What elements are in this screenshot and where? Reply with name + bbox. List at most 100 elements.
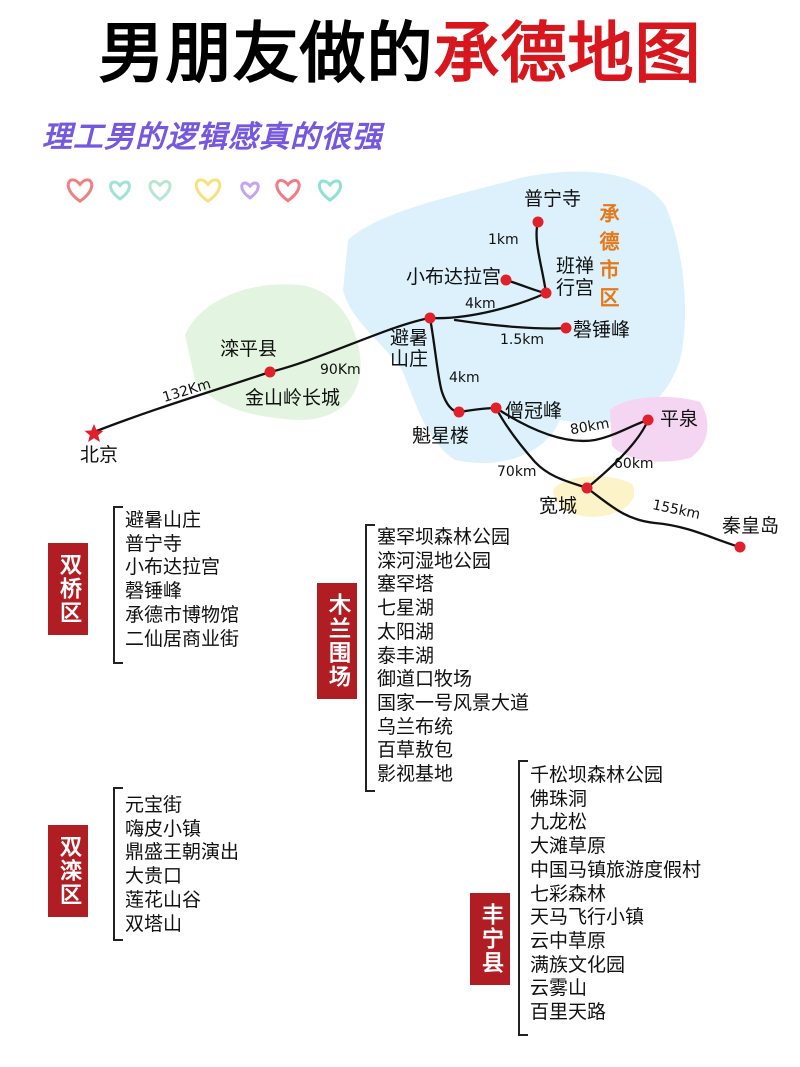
route-kuancheng-qinhuangdao xyxy=(585,486,742,549)
district-badge-shuangqiao: 双桥区 xyxy=(48,543,88,635)
list-fengning: 千松坝森林公园 佛珠洞 九龙松 大滩草原 中国马镇旅游度假村 七彩森林 天马飞行… xyxy=(530,764,701,1025)
dist-qingchui: 1.5km xyxy=(500,332,545,348)
place-sengguan: 僧冠峰 xyxy=(505,400,563,422)
list-item: 百草敖包 xyxy=(377,739,454,762)
list-item: 国家一号风景大道 xyxy=(377,691,530,714)
list-item: 塞罕塔 xyxy=(377,573,435,596)
list-item: 泰丰湖 xyxy=(377,644,435,667)
list-item: 大贵口 xyxy=(125,865,183,888)
place-kuixing: 魁星楼 xyxy=(412,425,470,447)
marker-bishu xyxy=(424,312,436,324)
place-qinhuangdao: 秦皇岛 xyxy=(722,515,780,537)
route-bishu-kuixing xyxy=(428,316,461,414)
marker-xiaobuda xyxy=(500,274,512,286)
dist-pingquan-kuancheng: 60km xyxy=(614,456,654,472)
place-bishu: 避暑山庄 xyxy=(390,327,429,370)
route-sengguan-pingquan xyxy=(494,406,650,443)
list-item: 承德市博物馆 xyxy=(125,603,240,626)
route-bishu-qingchui xyxy=(453,318,568,330)
marker-kuixing xyxy=(453,406,465,418)
marker-luanping xyxy=(264,366,276,378)
list-item: 元宝街 xyxy=(125,794,183,816)
pingquan-area xyxy=(610,396,708,462)
dist-puning: 1km xyxy=(488,232,519,248)
heart-icon xyxy=(109,180,131,201)
marker-kuancheng xyxy=(581,482,593,494)
bracket-mulan xyxy=(365,524,375,792)
route-map xyxy=(66,171,746,553)
place-qingchui: 磬锤峰 xyxy=(573,319,631,341)
place-luanping: 滦平县 xyxy=(220,338,278,360)
list-item: 鼎盛王朝演出 xyxy=(125,841,240,864)
bracket-shuangluan xyxy=(113,787,123,941)
bracket-shuangqiao xyxy=(113,506,123,664)
marker-qinhuangdao xyxy=(734,541,746,553)
hearts-row xyxy=(66,178,343,204)
list-item: 影视基地 xyxy=(377,763,454,786)
route-bishu-banchan xyxy=(428,291,548,320)
list-item: 滦河湿地公园 xyxy=(377,549,492,572)
list-item: 太阳湖 xyxy=(377,620,435,643)
list-item: 千松坝森林公园 xyxy=(530,764,664,786)
subtitle: 理工男的逻辑感真的很强 xyxy=(42,120,383,155)
list-item: 大滩草原 xyxy=(530,835,607,858)
route-pingquan-kuancheng xyxy=(585,418,650,490)
route-beijing-luanping xyxy=(92,370,272,434)
list-shuangluan: 元宝街 嗨皮小镇 鼎盛王朝演出 大贵口 莲花山谷 双塔山 xyxy=(125,794,239,936)
place-banchan: 班禅行宫 xyxy=(556,255,595,299)
marker-sengguan xyxy=(490,402,502,414)
list-item: 云雾山 xyxy=(530,977,588,1000)
place-pingquan: 平泉 xyxy=(660,408,699,430)
list-item: 避暑山庄 xyxy=(125,509,202,531)
list-item: 天马飞行小镇 xyxy=(530,906,645,929)
list-item: 御道口牧场 xyxy=(377,668,473,691)
list-item: 二仙居商业街 xyxy=(125,627,240,650)
region-label: 承德市区 xyxy=(596,203,620,315)
marker-pingquan xyxy=(642,414,654,426)
title-highlight: 承德地图 xyxy=(433,15,702,92)
heart-icon xyxy=(148,179,172,202)
district-badge-mulan: 木兰围场 xyxy=(317,583,357,699)
dist-xiaobuda: 4km xyxy=(465,296,496,312)
list-item: 云中草原 xyxy=(530,929,607,952)
list-item: 佛珠洞 xyxy=(530,787,588,810)
list-item: 七星湖 xyxy=(377,597,435,620)
route-sengguan-kuancheng xyxy=(494,406,589,490)
district-badge-shuangluan: 双滦区 xyxy=(48,825,88,917)
place-beijing: 北京 xyxy=(80,444,119,466)
list-item: 满族文化园 xyxy=(530,953,626,976)
district-badge-fengning: 丰宁县 xyxy=(470,893,510,985)
place-kuancheng: 宽城 xyxy=(539,495,578,517)
list-item: 七彩森林 xyxy=(530,882,607,905)
list-item: 九龙松 xyxy=(530,811,588,834)
heart-icon xyxy=(66,178,94,204)
beijing-star-icon xyxy=(84,424,104,442)
place-jinshanling: 金山岭长城 xyxy=(245,387,341,409)
place-xiaobuda: 小布达拉宫 xyxy=(406,266,502,288)
marker-banchan xyxy=(540,287,552,299)
marker-puning xyxy=(532,216,544,228)
list-item: 塞罕坝森林公园 xyxy=(377,526,511,548)
dist-kuancheng: 70km xyxy=(497,464,537,480)
list-item: 百里天路 xyxy=(530,1001,607,1024)
list-mulan: 塞罕坝森林公园 滦河湿地公园 塞罕塔 七星湖 太阳湖 泰丰湖 御道口牧场 国家一… xyxy=(377,526,529,787)
route-luanping-bishu xyxy=(268,316,432,374)
page-title: 男朋友做的承德地图 xyxy=(98,15,702,92)
list-item: 磬锤峰 xyxy=(125,580,183,603)
list-item: 小布达拉宫 xyxy=(125,556,221,579)
list-item: 莲花山谷 xyxy=(125,888,202,911)
list-item: 双塔山 xyxy=(125,912,183,935)
place-puning: 普宁寺 xyxy=(524,188,582,210)
list-shuangqiao: 避暑山庄 普宁寺 小布达拉宫 磬锤峰 承德市博物馆 二仙居商业街 xyxy=(125,509,239,651)
heart-icon xyxy=(240,181,260,200)
urban-area xyxy=(343,171,685,464)
list-item: 普宁寺 xyxy=(125,532,183,555)
list-item: 中国马镇旅游度假村 xyxy=(530,858,702,881)
heart-icon xyxy=(317,179,343,202)
marker-qingchui xyxy=(560,322,572,334)
dist-kuixing: 4km xyxy=(449,370,480,386)
heart-icon xyxy=(194,178,222,204)
dist-luanping: 90Km xyxy=(320,362,361,378)
bracket-fengning xyxy=(518,760,528,1036)
heart-icon xyxy=(275,178,301,203)
